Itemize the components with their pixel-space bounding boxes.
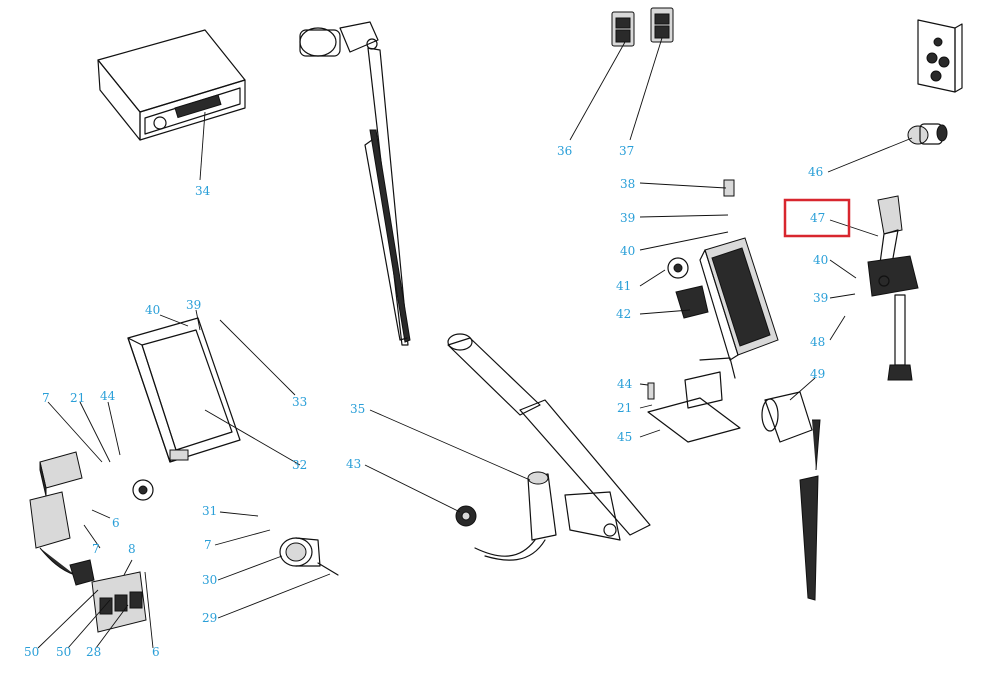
- callout-49: 49: [810, 367, 825, 381]
- callout-21: 21: [70, 391, 85, 405]
- callout-50: 50: [24, 645, 39, 659]
- part-socket: [279, 537, 339, 576]
- callout-50: 50: [56, 645, 71, 659]
- part-wiper-arm: [364, 47, 411, 346]
- callout-35: 35: [350, 402, 365, 416]
- part-sensor: [455, 471, 557, 561]
- callout-40: 40: [620, 244, 635, 258]
- callout-31: 31: [202, 504, 217, 518]
- callout-29: 29: [202, 611, 217, 625]
- part-rocker-switches: [611, 7, 674, 47]
- callout-44: 44: [617, 377, 633, 391]
- callout-6: 6: [112, 516, 120, 530]
- callout-7: 7: [204, 538, 212, 552]
- callout-39: 39: [186, 298, 201, 312]
- part-shift-lever: [867, 195, 919, 381]
- callout-7: 7: [42, 391, 50, 405]
- callout-21: 21: [617, 401, 632, 415]
- part-battery-box: [127, 317, 241, 463]
- callout-33: 33: [292, 395, 307, 409]
- callout-45: 45: [617, 430, 632, 444]
- callout-48: 48: [810, 335, 825, 349]
- callout-40: 40: [813, 253, 828, 267]
- callout-8: 8: [128, 542, 136, 556]
- callout-labels: 34 36 37 38 39 40 41 42 44 21 45 46 47 4…: [24, 144, 828, 659]
- part-lamp: [761, 391, 821, 601]
- callout-40: 40: [145, 303, 160, 317]
- callout-36: 36: [557, 144, 572, 158]
- part-control-panel: [917, 19, 963, 93]
- part-accelerator-pedal: [667, 179, 779, 361]
- callout-46: 46: [808, 165, 823, 179]
- highlight-box: [783, 198, 851, 238]
- callout-41: 41: [616, 279, 631, 293]
- callout-39: 39: [813, 291, 828, 305]
- callout-32: 32: [292, 458, 307, 472]
- callout-7: 7: [92, 542, 100, 556]
- callout-47: 47: [810, 211, 825, 225]
- callout-39: 39: [620, 211, 635, 225]
- callout-30: 30: [202, 573, 217, 587]
- callout-37: 37: [619, 144, 634, 158]
- callout-38: 38: [620, 177, 635, 191]
- part-pedal-bracket: [647, 357, 741, 443]
- part-relay: [39, 451, 154, 501]
- callout-42: 42: [616, 307, 631, 321]
- callout-43: 43: [346, 457, 361, 471]
- leader-lines: [37, 37, 913, 649]
- part-knob: [907, 123, 948, 145]
- part-radio: [97, 29, 246, 141]
- callout-44: 44: [100, 389, 116, 403]
- callout-34: 34: [195, 184, 211, 198]
- callout-6: 6: [152, 645, 160, 659]
- part-wiper-motor: [299, 21, 379, 57]
- callout-28: 28: [86, 645, 101, 659]
- part-fuse-holder: [29, 491, 147, 633]
- part-handbrake-lever: [447, 333, 651, 541]
